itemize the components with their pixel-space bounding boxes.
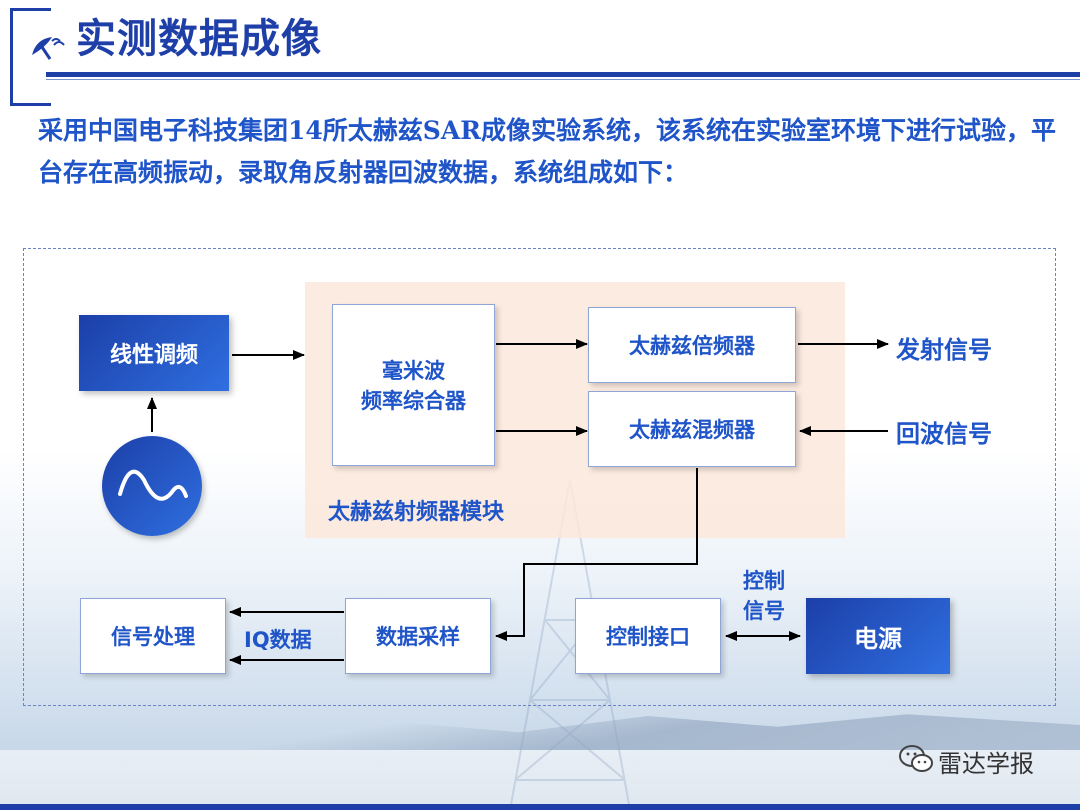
control-signal-line1: 控制: [743, 569, 785, 593]
synth-label-line2: 频率综合器: [361, 389, 466, 413]
oscillator-icon: [102, 436, 202, 536]
header-frame: [10, 8, 51, 106]
echo-signal-label: 回波信号: [896, 420, 992, 448]
radar-dish-icon: [23, 26, 67, 70]
control-signal-label: 控制 信号: [736, 566, 792, 626]
mixer-label: 太赫兹混频器: [629, 418, 755, 442]
module-label: 太赫兹射频器模块: [328, 500, 505, 525]
data-sampling-block: 数据采样: [345, 598, 491, 674]
signal-processing-block: 信号处理: [80, 598, 226, 674]
control-interface-block: 控制接口: [575, 598, 721, 674]
power-label: 电源: [854, 624, 902, 653]
sampling-label: 数据采样: [376, 625, 460, 649]
bottom-bar: [0, 804, 1080, 810]
power-block: 电源: [806, 598, 950, 674]
header-divider-thin: [46, 79, 1080, 80]
synth-label-line1: 毫米波: [382, 359, 445, 383]
sine-wave-icon: [118, 469, 188, 501]
control-interface-label: 控制接口: [606, 625, 690, 649]
processing-label: 信号处理: [111, 625, 195, 649]
control-signal-line2: 信号: [743, 599, 785, 623]
intro-paragraph: 采用中国电子科技集团14所太赫兹SAR成像实验系统，该系统在实验室环境下进行试验…: [38, 116, 1057, 187]
mmwave-synthesizer-block: 毫米波 频率综合器: [332, 304, 495, 466]
multiplier-label: 太赫兹倍频器: [629, 334, 755, 358]
thz-multiplier-block: 太赫兹倍频器: [588, 307, 796, 383]
iq-data-label: IQ数据: [244, 628, 312, 652]
lfm-block: 线性调频: [79, 315, 229, 391]
system-diagram-frame: [23, 248, 1056, 706]
tx-signal-label: 发射信号: [896, 336, 992, 364]
footer-brand: 雷达学报: [938, 750, 1034, 778]
thz-mixer-block: 太赫兹混频器: [588, 391, 796, 467]
page-title: 实测数据成像: [76, 16, 322, 62]
header-divider: [46, 72, 1080, 77]
wechat-icon: [899, 745, 933, 772]
lfm-label: 线性调频: [109, 343, 198, 368]
